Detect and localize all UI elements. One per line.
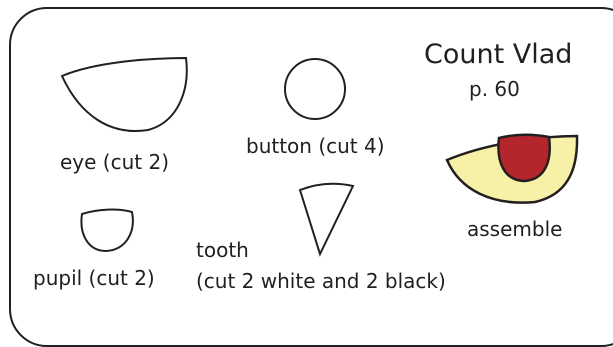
- pattern-shapes: [60, 56, 579, 257]
- pupil-shape: [80, 208, 134, 253]
- pupil-label: pupil (cut 2): [33, 266, 155, 290]
- tooth-shape: [298, 182, 355, 257]
- page-reference: p. 60: [469, 77, 520, 101]
- tooth-label: tooth: [196, 238, 249, 262]
- button-label: button (cut 4): [246, 134, 385, 158]
- eye-shape: [60, 56, 188, 132]
- eye-label: eye (cut 2): [60, 150, 170, 174]
- template-title: Count Vlad: [424, 39, 573, 70]
- button-shape: [284, 58, 346, 120]
- assembled-pupil-shape: [497, 133, 551, 183]
- assemble-label: assemble: [467, 217, 563, 241]
- tooth-cut-instructions: (cut 2 white and 2 black): [196, 269, 446, 293]
- assembled-eye: [445, 133, 579, 204]
